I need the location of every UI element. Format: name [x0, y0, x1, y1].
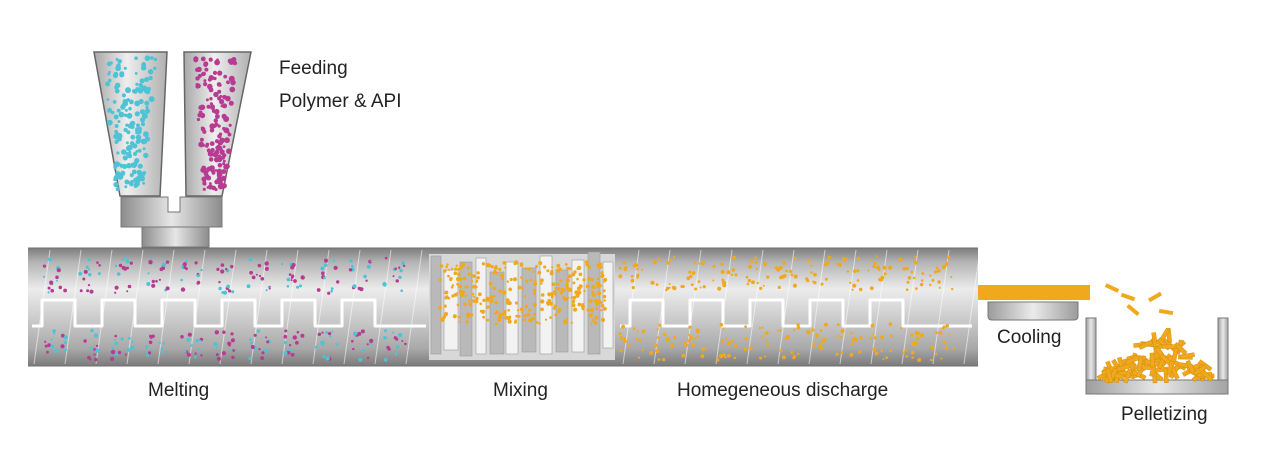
feeding-label: Feeding	[279, 58, 348, 79]
kneading-block-icon	[429, 251, 615, 360]
feed-throat	[120, 196, 223, 248]
pellet-bin-icon	[1085, 283, 1229, 395]
pelletizing-label: Pelletizing	[1121, 404, 1208, 425]
cooling-belt-icon	[978, 285, 1090, 321]
mixing-label: Mixing	[493, 380, 548, 401]
polymer-hopper-icon	[93, 51, 168, 197]
polymer-api-label: Polymer & API	[279, 91, 402, 112]
homogeneous-discharge-label: Homegeneous discharge	[677, 380, 889, 401]
melting-label: Melting	[148, 380, 210, 401]
api-hopper-icon	[183, 51, 252, 197]
screw-channel-icon	[32, 298, 972, 328]
cooling-label: Cooling	[997, 327, 1062, 348]
